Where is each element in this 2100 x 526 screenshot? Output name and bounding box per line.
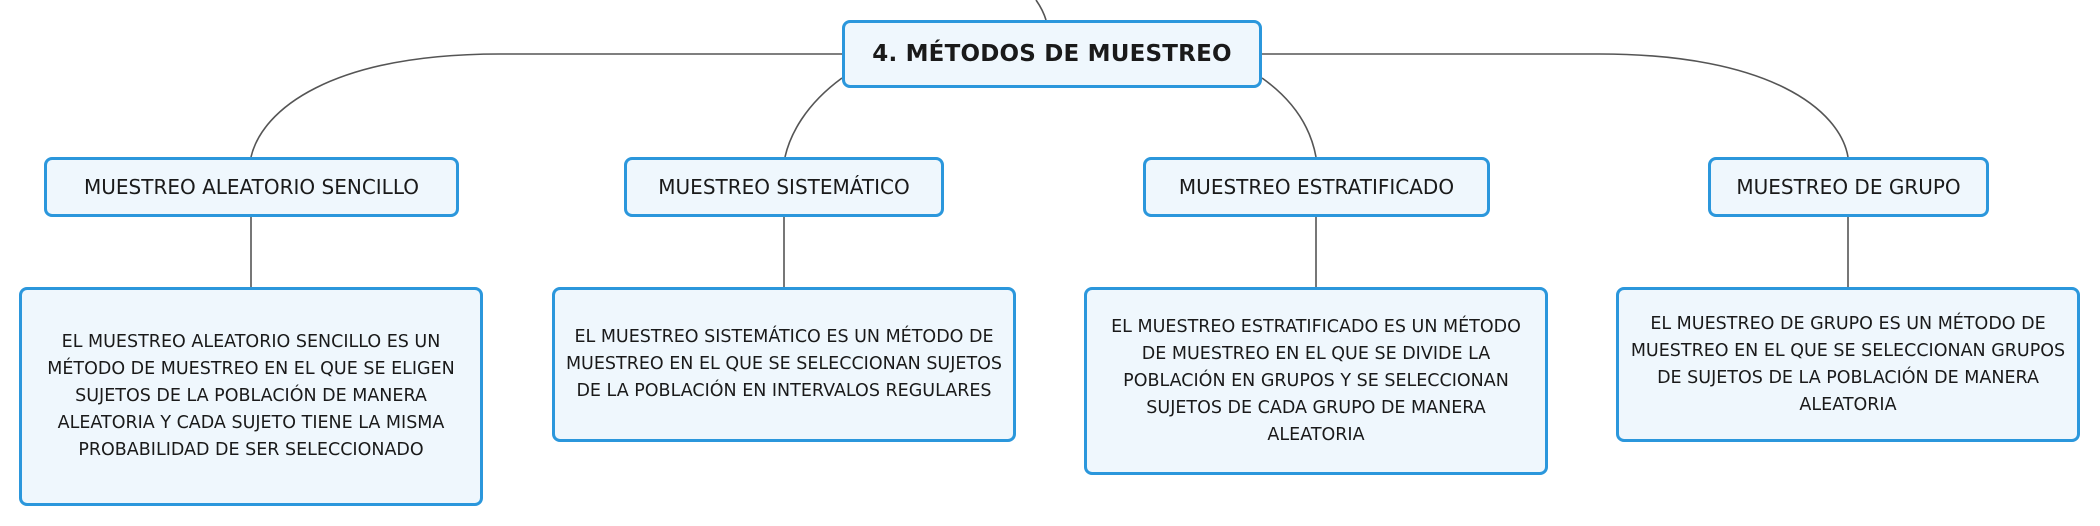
topic-label: MUESTREO ALEATORIO SENCILLO: [84, 175, 419, 199]
description-node-muestreo-sistematico[interactable]: EL MUESTREO SISTEMÁTICO ES UN MÉTODO DE …: [552, 287, 1016, 442]
connector-root-to-topic-3: [1261, 77, 1317, 158]
description-node-muestreo-estratificado[interactable]: EL MUESTREO ESTRATIFICADO ES UN MÉTODO D…: [1084, 287, 1548, 475]
root-label: 4. MÉTODOS DE MUESTREO: [872, 41, 1232, 67]
connector-root-to-topic-4: [1262, 53, 1849, 158]
root-node[interactable]: 4. MÉTODOS DE MUESTREO: [842, 20, 1262, 88]
description-node-muestreo-de-grupo[interactable]: EL MUESTREO DE GRUPO ES UN MÉTODO DE MUE…: [1616, 287, 2080, 442]
topic-label: MUESTREO DE GRUPO: [1736, 175, 1961, 199]
topic-node-muestreo-estratificado[interactable]: MUESTREO ESTRATIFICADO: [1143, 157, 1490, 217]
description-text: EL MUESTREO ALEATORIO SENCILLO ES UN MÉT…: [47, 332, 455, 460]
connector-parent-to-root: [1035, 0, 1047, 21]
topic-node-muestreo-aleatorio-sencillo[interactable]: MUESTREO ALEATORIO SENCILLO: [44, 157, 459, 217]
topic-node-muestreo-sistematico[interactable]: MUESTREO SISTEMÁTICO: [624, 157, 944, 217]
topic-label: MUESTREO ESTRATIFICADO: [1178, 175, 1455, 199]
description-text: EL MUESTREO DE GRUPO ES UN MÉTODO DE MUE…: [1630, 313, 2066, 415]
topic-node-muestreo-de-grupo[interactable]: MUESTREO DE GRUPO: [1708, 157, 1989, 217]
topic-label: MUESTREO SISTEMÁTICO: [658, 175, 910, 199]
connector-root-to-topic-2: [784, 77, 843, 158]
description-text: EL MUESTREO ESTRATIFICADO ES UN MÉTODO D…: [1111, 316, 1521, 445]
description-node-muestreo-aleatorio-sencillo[interactable]: EL MUESTREO ALEATORIO SENCILLO ES UN MÉT…: [19, 287, 483, 506]
description-text: EL MUESTREO SISTEMÁTICO ES UN MÉTODO DE …: [565, 327, 1003, 401]
connector-root-to-topic-1: [250, 53, 842, 158]
